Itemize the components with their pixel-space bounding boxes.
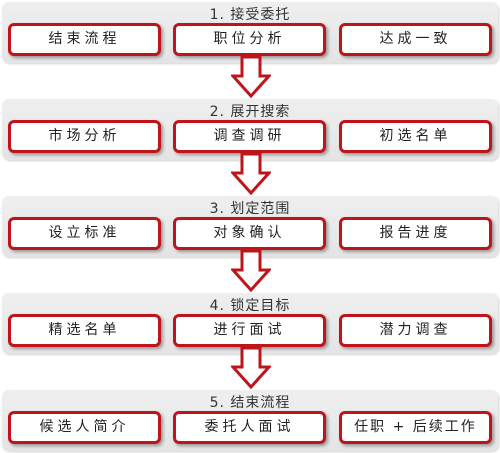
- step-box: 委托人面试: [173, 411, 326, 444]
- step-box: 任职 + 后续工作: [339, 411, 492, 444]
- step-box: 职位分析: [173, 23, 326, 56]
- stage-title: 5. 结束流程: [209, 395, 291, 411]
- stage-title: 1. 接受委托: [209, 7, 291, 23]
- step-box: 报告进度: [339, 217, 492, 250]
- step-box: 进行面试: [173, 314, 326, 347]
- step-box: 设立标准: [8, 217, 161, 250]
- down-arrow-icon: [231, 347, 271, 389]
- down-arrow-icon: [231, 250, 271, 292]
- step-box: 候选人简介: [8, 411, 161, 444]
- stage-title: 2. 展开搜索: [209, 104, 291, 120]
- down-arrow-icon: [231, 153, 271, 195]
- down-arrow-icon: [231, 56, 271, 98]
- stage-title: 4. 锁定目标: [209, 298, 291, 314]
- stage-5: 5. 结束流程 候选人简介 委托人面试 任职 + 后续工作: [2, 390, 498, 451]
- step-box: 调查调研: [173, 120, 326, 153]
- stage-title: 3. 划定范围: [209, 201, 291, 217]
- stage-1: 1. 接受委托 结束流程 职位分析 达成一致: [2, 2, 498, 63]
- step-box: 精选名单: [8, 314, 161, 347]
- stage-4: 4. 锁定目标 精选名单 进行面试 潜力调查: [2, 293, 498, 354]
- step-box: 达成一致: [339, 23, 492, 56]
- step-box: 对象确认: [173, 217, 326, 250]
- stage-2: 2. 展开搜索 市场分析 调查调研 初选名单: [2, 99, 498, 160]
- step-box: 市场分析: [8, 120, 161, 153]
- step-box: 结束流程: [8, 23, 161, 56]
- stage-3: 3. 划定范围 设立标准 对象确认 报告进度: [2, 196, 498, 257]
- step-box: 初选名单: [339, 120, 492, 153]
- step-box: 潜力调查: [339, 314, 492, 347]
